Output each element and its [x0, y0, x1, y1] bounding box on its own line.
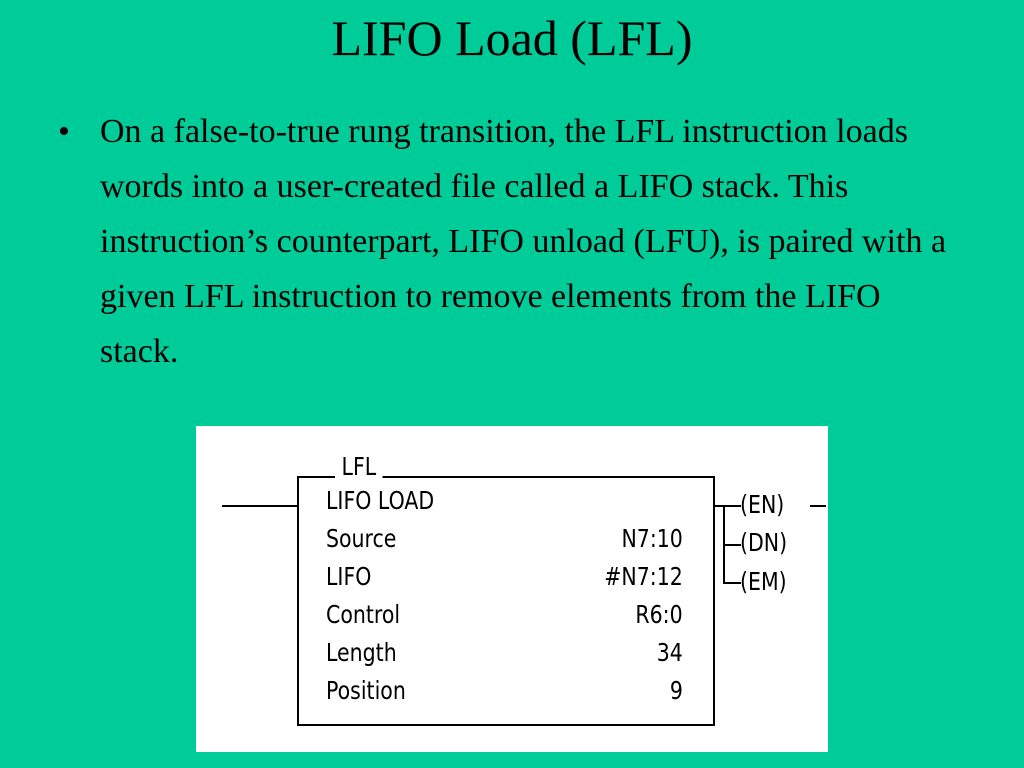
output-coil-em: (EM) — [740, 567, 787, 596]
input-rung-wire — [222, 505, 297, 507]
instruction-heading: LIFO LOAD — [326, 486, 435, 515]
bullet-item: • On a false-to-true rung transition, th… — [58, 104, 958, 379]
output-coil-en: (EN) — [740, 490, 785, 519]
row-value-length: 34 — [656, 638, 683, 667]
output-wire-em — [723, 582, 741, 584]
row-label-position: Position — [326, 676, 406, 705]
row-label-lifo: LIFO — [326, 562, 372, 591]
bullet-marker: • — [58, 113, 70, 150]
lfl-ladder-diagram: LIFO LOAD Source N7:10 LIFO #N7:12 Contr… — [196, 426, 828, 752]
row-label-control: Control — [326, 600, 401, 629]
row-label-source: Source — [326, 524, 397, 553]
output-rung-wire — [810, 505, 826, 507]
output-wire-dn — [723, 544, 741, 546]
row-value-control: R6:0 — [635, 600, 683, 629]
row-label-length: Length — [326, 638, 397, 667]
bullet-text: On a false-to-true rung transition, the … — [100, 113, 947, 370]
row-value-source: N7:10 — [621, 524, 683, 553]
row-value-lifo: #N7:12 — [604, 562, 683, 591]
slide-title: LIFO Load (LFL) — [331, 10, 693, 66]
output-coil-dn: (DN) — [740, 528, 788, 557]
output-wire-en — [715, 505, 741, 507]
row-value-position: 9 — [669, 676, 683, 705]
instruction-tag: LFL — [335, 453, 383, 481]
lfl-instruction-block: LIFO LOAD Source N7:10 LIFO #N7:12 Contr… — [297, 476, 715, 726]
